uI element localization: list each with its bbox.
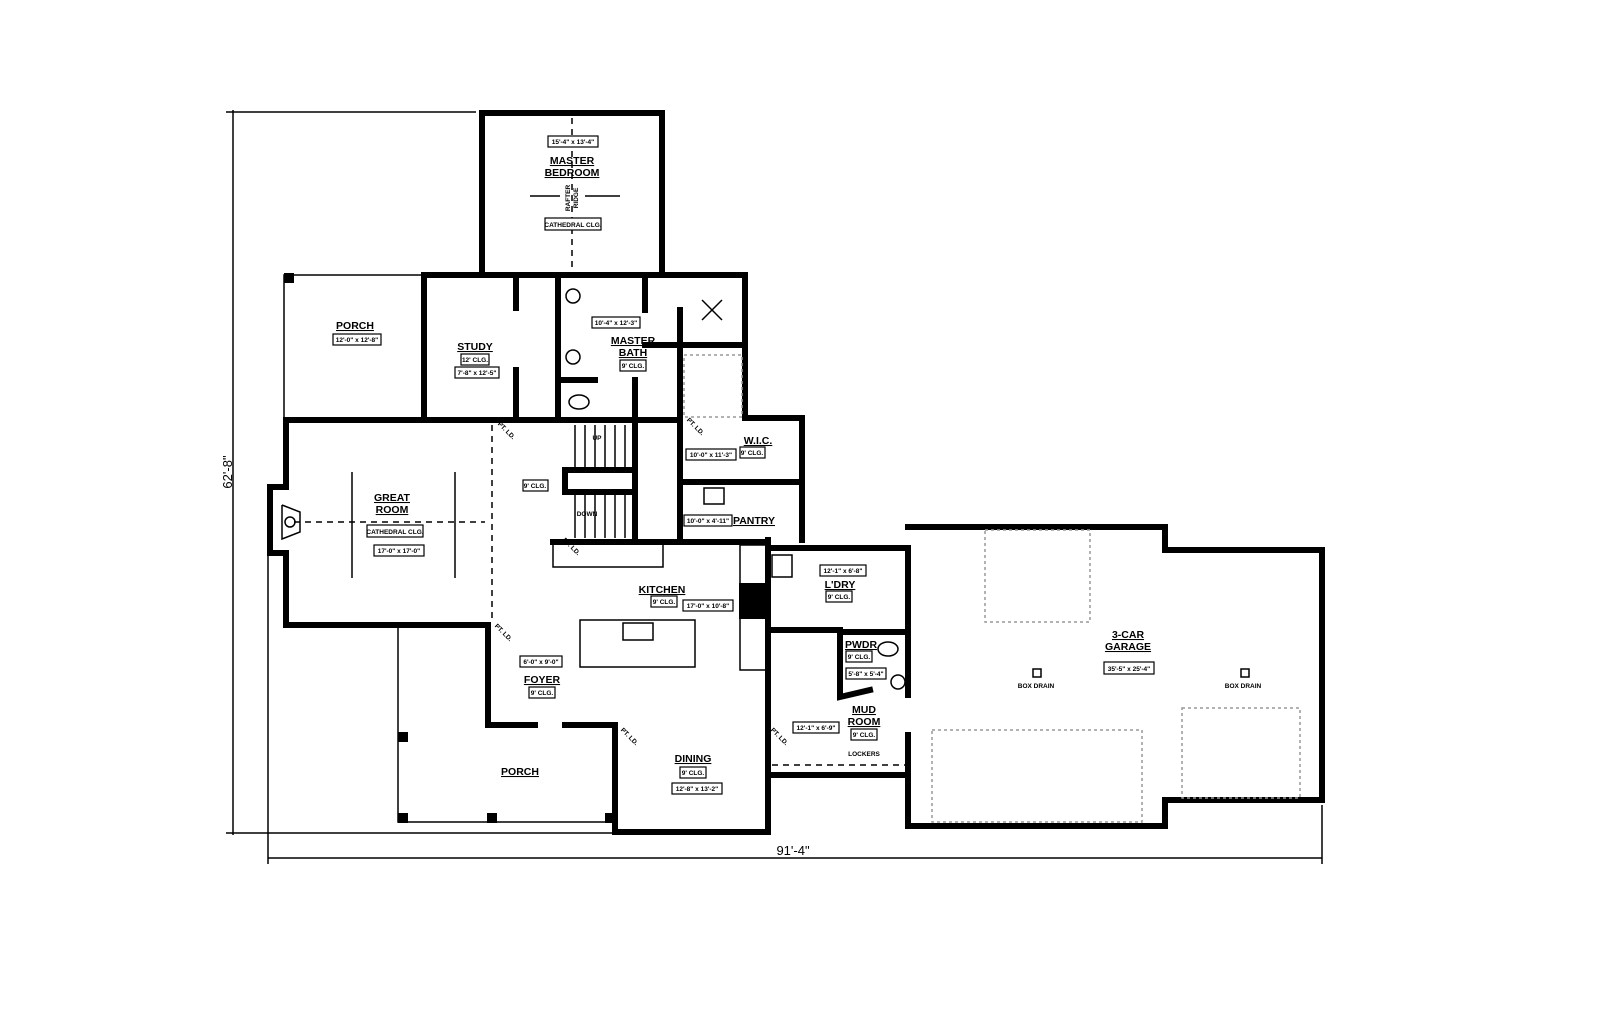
room-foyer: 6'-0" x 9'-0" FOYER 9' CLG. bbox=[519, 655, 563, 699]
ceiling-label: 9' CLG. bbox=[848, 654, 871, 661]
sink-icon bbox=[565, 288, 581, 304]
pt-ld-marker: PT. LD. bbox=[496, 421, 516, 441]
dimension-lines: 62'-8" 91'-4" bbox=[220, 110, 1323, 864]
room-kitchen: KITCHEN 9' CLG. 17'-0" x 10'-8" bbox=[639, 584, 734, 612]
room-name: BEDROOM bbox=[545, 167, 600, 179]
box-drain-icon bbox=[1240, 668, 1250, 678]
room-pantry: 10'-0" x 4'-11" PANTRY bbox=[683, 514, 775, 527]
room-master-bath: 10'-4" x 12'-3" MASTER BATH 9' CLG. bbox=[591, 316, 656, 372]
box-drain-icon bbox=[1032, 668, 1042, 678]
room-laundry: 12'-1" x 6'-8" L'DRY 9' CLG. bbox=[819, 564, 867, 603]
room-name: ROOM bbox=[376, 504, 409, 516]
lockers-label: LOCKERS bbox=[848, 751, 880, 758]
toilet-icon bbox=[568, 394, 590, 410]
room-study: STUDY 12' CLG. 7'-8" x 12'-5" bbox=[454, 341, 500, 379]
rafter-note: RAFTER bbox=[565, 185, 572, 212]
room-size: 15'-4" x 13'-4" bbox=[552, 139, 595, 146]
room-size: 7'-8" x 12'-5" bbox=[458, 370, 497, 377]
kitchen-sink-icon bbox=[622, 622, 654, 641]
fixtures bbox=[281, 118, 1301, 823]
ceiling-label: 9' CLG. bbox=[622, 363, 645, 370]
ceiling-label: 9' CLG. bbox=[531, 690, 554, 697]
box-drain-label: BOX DRAIN bbox=[1225, 683, 1262, 690]
box-drain-label: BOX DRAIN bbox=[1018, 683, 1055, 690]
ceiling-label: CATHEDRAL CLG. bbox=[544, 222, 601, 229]
room-size: 5'-8" x 5'-4" bbox=[848, 671, 883, 678]
ceiling-label: 9' CLG. bbox=[741, 450, 764, 457]
room-size: 10'-0" x 11'-3" bbox=[690, 452, 732, 459]
room-name: GARAGE bbox=[1105, 641, 1151, 653]
room-size: 17'-0" x 10'-8" bbox=[687, 603, 730, 610]
ceiling-label: 9' CLG. bbox=[653, 599, 676, 606]
room-porch-rear: PORCH 12'-0" x 12'-8" bbox=[332, 320, 382, 346]
room-master-bedroom: 15'-4" x 13'-4" MASTER BEDROOM RAFTER RI… bbox=[544, 135, 602, 231]
ceiling-label: 12' CLG. bbox=[462, 357, 488, 364]
porch-rear-outline bbox=[283, 273, 424, 418]
room-wic: W.I.C. 10'-0" x 11'-3" 9' CLG. bbox=[685, 435, 773, 461]
ceiling-label: 9' CLG. bbox=[682, 770, 705, 777]
room-name: STUDY bbox=[457, 341, 493, 353]
pt-ld-marker: PT. LD. bbox=[493, 623, 513, 643]
room-powder: PWDR 9' CLG. 5'-8" x 5'-4" bbox=[845, 639, 887, 680]
room-size: 10'-0" x 4'-11" bbox=[687, 518, 729, 525]
kitchen-island bbox=[579, 619, 696, 668]
room-great-room: GREAT ROOM CATHEDRAL CLG. 17'-0" x 17'-0… bbox=[366, 492, 425, 557]
room-name: L'DRY bbox=[825, 579, 856, 591]
ceiling-label: CATHEDRAL CLG. bbox=[366, 529, 423, 536]
room-name: 3-CAR bbox=[1112, 629, 1145, 641]
fireplace-icon bbox=[284, 516, 296, 528]
room-name: MASTER bbox=[550, 155, 595, 167]
depth-dimension: 62'-8" bbox=[220, 455, 235, 489]
room-name: DINING bbox=[675, 753, 712, 765]
stair-treads bbox=[574, 425, 626, 538]
stairs-down-label: DOWN bbox=[577, 511, 598, 518]
width-dimension: 91'-4" bbox=[776, 843, 810, 858]
room-name: ROOM bbox=[848, 716, 881, 728]
ceiling-label: 9' CLG. bbox=[828, 594, 851, 601]
pt-ld-marker: PT. LD. bbox=[685, 417, 705, 437]
room-size: 6'-0" x 9'-0" bbox=[523, 659, 558, 666]
room-porch-front: PORCH bbox=[501, 766, 539, 778]
room-mud-room: MUD ROOM 12'-1" x 6'-9" 9' CLG. LOCKERS bbox=[792, 704, 881, 758]
room-size: 10'-4" x 12'-3" bbox=[595, 320, 638, 327]
room-size: 35'-5" x 25'-4" bbox=[1108, 666, 1151, 673]
room-name: PORCH bbox=[336, 320, 374, 332]
room-name: KITCHEN bbox=[639, 584, 686, 596]
pt-ld-marker: PT. LD. bbox=[619, 727, 639, 747]
room-name: MASTER bbox=[611, 335, 656, 347]
ceiling-label: 9' CLG. bbox=[524, 483, 547, 490]
room-name: PANTRY bbox=[733, 515, 775, 527]
room-garage: 3-CAR GARAGE 35'-5" x 25'-4" BOX DRAIN B… bbox=[1018, 629, 1262, 690]
room-size: 12'-0" x 12'-8" bbox=[336, 337, 379, 344]
room-dining: DINING 9' CLG. 12'-8" x 13'-2" bbox=[671, 753, 723, 795]
room-name: W.I.C. bbox=[744, 435, 773, 447]
hall-and-stairs: 9' CLG. UP DOWN bbox=[522, 435, 602, 518]
room-name: MUD bbox=[852, 704, 876, 716]
toilet-icon bbox=[877, 641, 899, 657]
sink-icon bbox=[565, 349, 581, 365]
stairs-up-label: UP bbox=[592, 435, 602, 442]
room-name: PWDR bbox=[845, 639, 877, 651]
ridge-note: RIDGE bbox=[573, 187, 580, 208]
room-name: PORCH bbox=[501, 766, 539, 778]
ceiling-label: 9' CLG. bbox=[853, 732, 876, 739]
sink-icon bbox=[890, 674, 906, 690]
room-size: 12'-1" x 6'-9" bbox=[797, 725, 836, 732]
room-name: FOYER bbox=[524, 674, 561, 686]
room-size: 12'-1" x 6'-8" bbox=[824, 568, 863, 575]
room-name: BATH bbox=[619, 347, 647, 359]
room-name: GREAT bbox=[374, 492, 411, 504]
pt-ld-marker: PT. LD. bbox=[769, 727, 789, 747]
walls bbox=[267, 110, 1325, 835]
room-size: 12'-8" x 13'-2" bbox=[676, 786, 719, 793]
porch-front-outline bbox=[397, 625, 615, 823]
room-size: 17'-0" x 17'-0" bbox=[378, 548, 421, 555]
